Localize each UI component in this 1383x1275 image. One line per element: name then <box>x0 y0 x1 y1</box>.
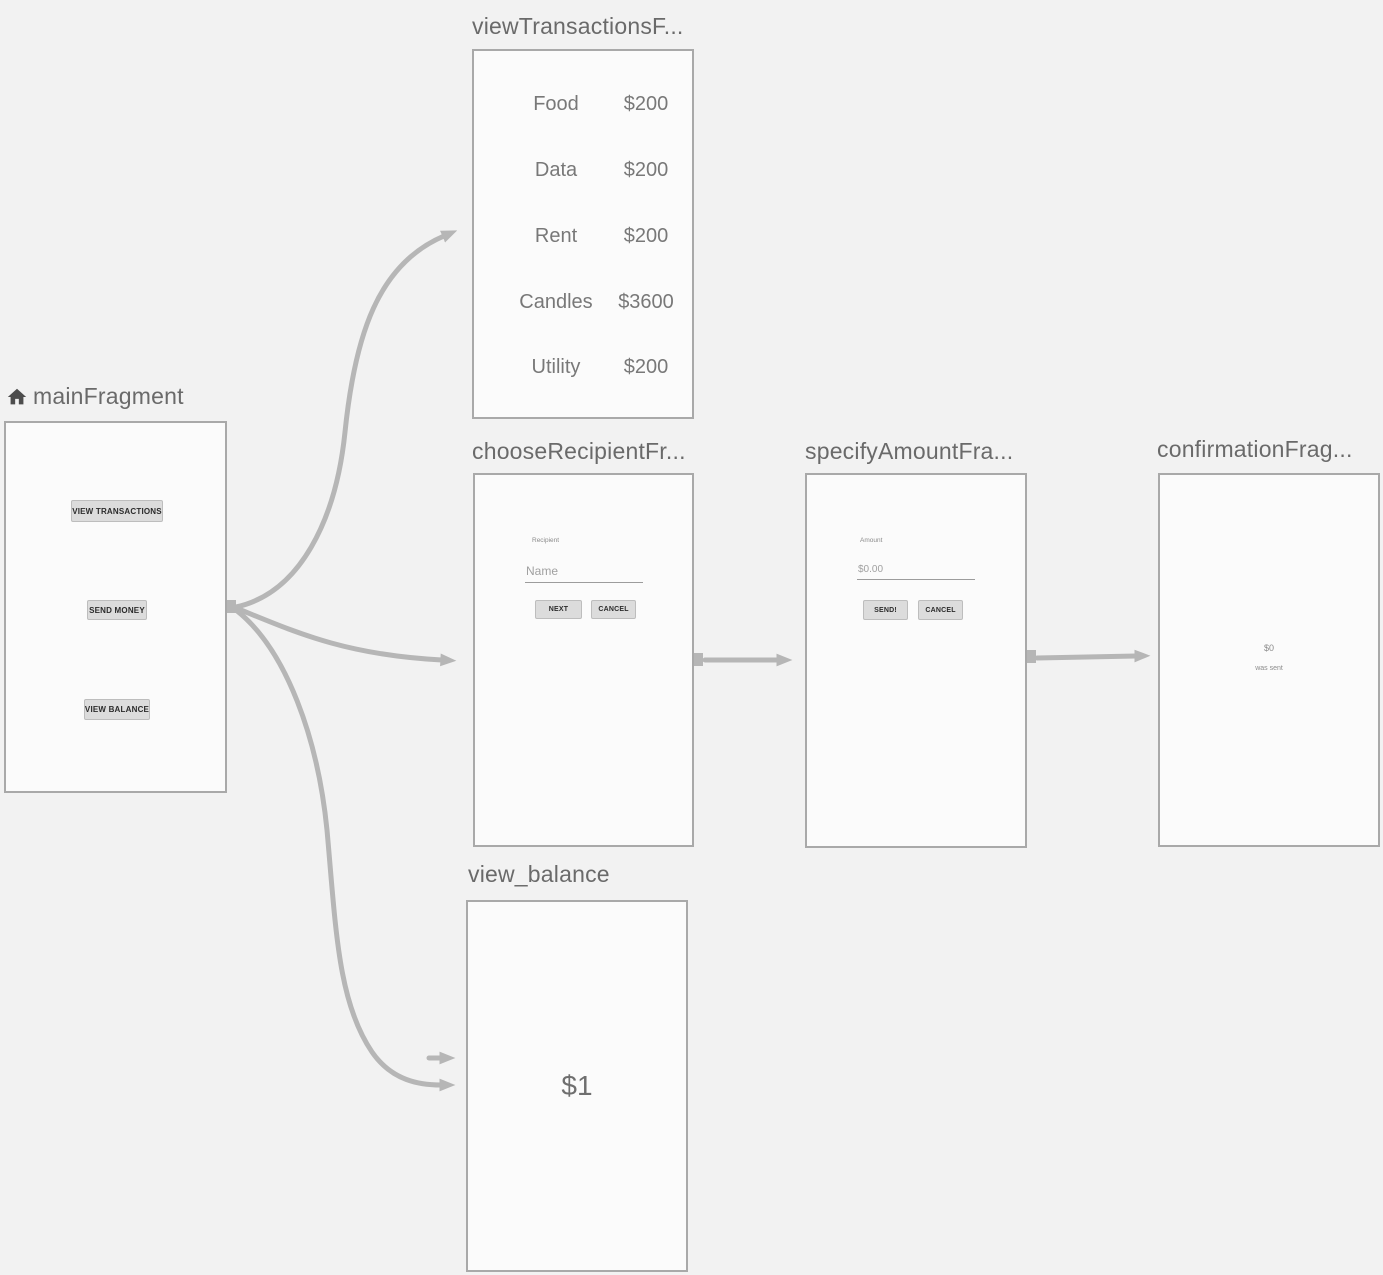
transaction-label: Utility <box>531 356 581 378</box>
input-underline <box>525 582 643 583</box>
preview-button-send: SEND! <box>863 600 908 620</box>
transaction-amount: $200 <box>623 225 669 247</box>
action-arrow-main-to-view-transactions[interactable] <box>233 230 458 610</box>
preview-button-cancel: CANCEL <box>918 600 963 620</box>
connection-handle-specify-amount[interactable] <box>1027 650 1036 663</box>
balance-amount-text: $1 <box>561 1070 593 1101</box>
fragment-title-view-balance: view_balance <box>468 861 610 887</box>
fragment-card-specify-amount[interactable]: Amount $0.00 SEND! CANCEL <box>805 473 1027 848</box>
recipient-field-label: Recipient <box>532 537 560 544</box>
preview-button-next: NEXT <box>535 600 582 619</box>
confirmation-caption-text: was sent <box>1255 665 1283 672</box>
transaction-row: Candles $3600 <box>474 291 692 315</box>
fragment-card-confirmation[interactable]: $0 was sent <box>1158 473 1380 847</box>
fragment-title-view-transactions: viewTransactionsF... <box>472 13 684 39</box>
input-underline <box>857 579 975 580</box>
fragment-card-view-balance[interactable]: $1 <box>466 900 688 1272</box>
fragment-header-main: mainFragment <box>6 383 184 410</box>
transaction-label: Data <box>534 159 578 181</box>
preview-button-send-money: SEND MONEY <box>87 600 147 620</box>
transaction-label: Food <box>533 93 579 115</box>
fragment-card-choose-recipient[interactable]: Recipient Name NEXT CANCEL <box>473 473 694 847</box>
recipient-name-input: Name <box>526 564 559 578</box>
transaction-row: Food $200 <box>474 93 692 117</box>
transaction-row: Data $200 <box>474 159 692 183</box>
amount-input: $0.00 <box>858 564 884 575</box>
fragment-title-specify-amount: specifyAmountFra... <box>805 438 1014 464</box>
fragment-title-choose-recipient: chooseRecipientFr... <box>472 438 686 464</box>
connection-handle-choose-recipient[interactable] <box>694 653 703 666</box>
confirmation-amount-text: $0 <box>1263 643 1274 653</box>
connection-handle-main[interactable] <box>227 600 236 613</box>
preview-button-view-transactions: VIEW TRANSACTIONS <box>71 500 163 522</box>
home-icon <box>7 388 27 404</box>
transaction-amount: $200 <box>623 159 669 181</box>
transaction-label: Candles <box>519 291 593 313</box>
preview-button-cancel: CANCEL <box>591 600 636 619</box>
transaction-amount: $3600 <box>618 291 674 313</box>
transaction-label: Rent <box>534 225 578 247</box>
transaction-row: Utility $200 <box>474 356 692 380</box>
fragment-card-main[interactable]: VIEW TRANSACTIONS SEND MONEY VIEW BALANC… <box>4 421 227 793</box>
action-arrow-main-to-view-balance[interactable] <box>233 607 456 1092</box>
transaction-amount: $200 <box>623 93 669 115</box>
action-arrow-main-to-choose-recipient[interactable] <box>233 605 457 667</box>
amount-field-label: Amount <box>860 537 883 544</box>
fragment-title-main: mainFragment <box>33 383 184 409</box>
transaction-row: Rent $200 <box>474 225 692 249</box>
transaction-amount: $200 <box>623 356 669 378</box>
fragment-title-confirmation: confirmationFrag... <box>1157 436 1353 462</box>
preview-button-view-balance: VIEW BALANCE <box>84 699 150 720</box>
action-arrow-specify-amount-to-confirmation[interactable] <box>1034 649 1151 663</box>
fragment-card-view-transactions[interactable]: Food $200 Data $200 Rent $200 Candles $3… <box>472 49 694 419</box>
